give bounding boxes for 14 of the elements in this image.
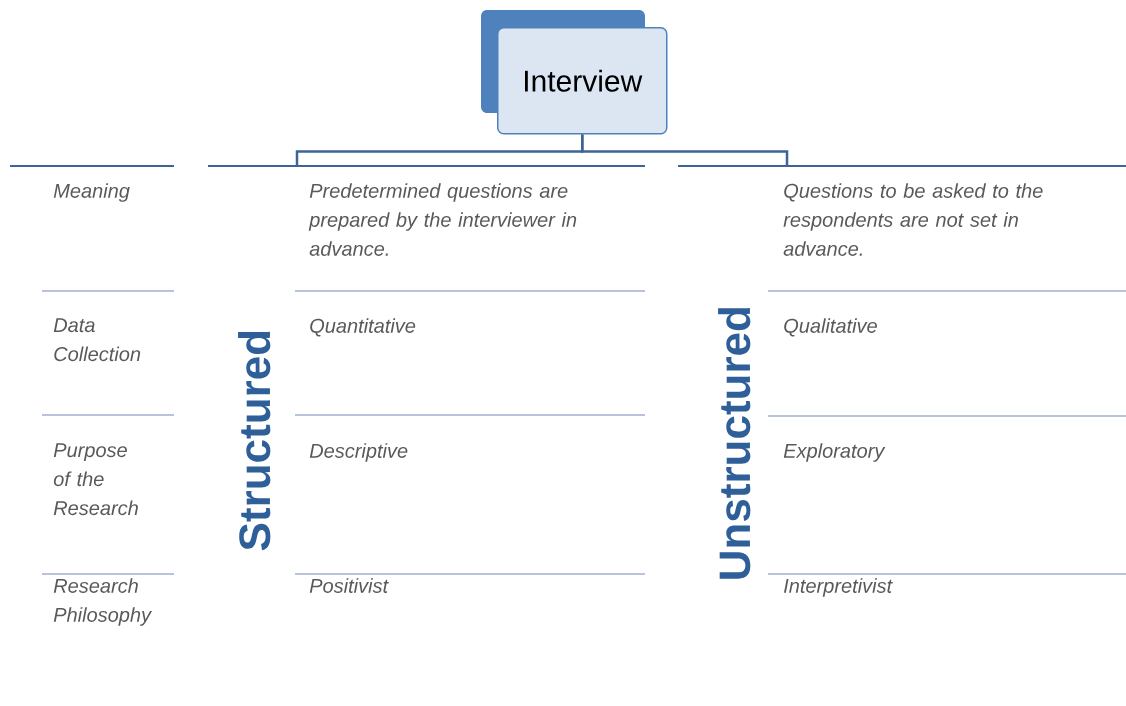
cell-text: Interpretivist bbox=[784, 578, 893, 597]
cell-text: Questions to be asked to the respondents are not set in advance. bbox=[783, 183, 1043, 256]
interview-box: Interview bbox=[481, 10, 668, 135]
cell-text: Quantitative bbox=[310, 318, 416, 337]
cell-text: Data Collection bbox=[53, 318, 141, 362]
cell-text: Predetermined questions are prepared by the interviewer in advance. bbox=[308, 183, 577, 256]
connector-line bbox=[581, 134, 789, 166]
cell-text: Positivist bbox=[309, 578, 389, 593]
cell-text: Meaning bbox=[53, 183, 130, 202]
cell-text: Exploratory bbox=[783, 443, 886, 462]
cell-text: Research Philosophy bbox=[53, 578, 153, 626]
cell-text: Descriptive bbox=[309, 443, 408, 462]
cell-text: Purpose of the Research bbox=[53, 443, 138, 516]
cell-text: Qualitative bbox=[784, 318, 877, 337]
